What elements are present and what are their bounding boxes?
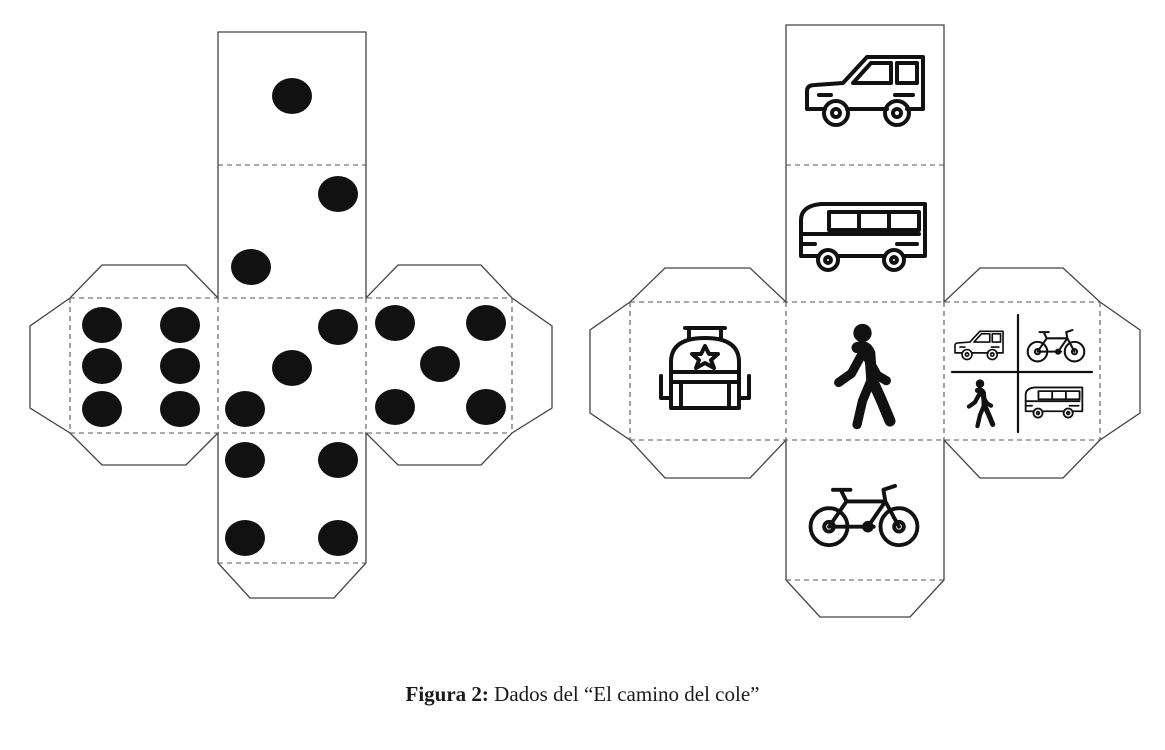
die-face-four — [225, 442, 358, 556]
pip — [82, 348, 122, 384]
small-walking-person-icon — [969, 379, 993, 426]
pip — [160, 307, 200, 343]
pip — [466, 389, 506, 425]
die-face-two — [231, 176, 358, 285]
dot-die-outline — [29, 31, 553, 599]
dot-die-net — [29, 31, 553, 599]
picture-die-outline — [589, 24, 1141, 618]
small-car-icon — [954, 330, 1004, 361]
pip — [272, 350, 312, 386]
pip — [375, 305, 415, 341]
small-bicycle-icon — [1026, 329, 1086, 363]
caption-label: Figura 2: — [405, 682, 489, 706]
figure-caption: Figura 2: Dados del “El camino del cole” — [0, 682, 1165, 707]
pip — [420, 346, 460, 382]
pip — [82, 307, 122, 343]
pip — [318, 309, 358, 345]
dice-nets-figure — [29, 24, 1141, 618]
pip — [272, 78, 312, 114]
pip — [318, 442, 358, 478]
die-face-one — [272, 78, 312, 114]
pip — [231, 249, 271, 285]
pip — [466, 305, 506, 341]
picture-die-net — [589, 24, 1141, 618]
bicycle-icon — [808, 483, 920, 548]
small-bus-icon — [1024, 386, 1084, 419]
pip — [82, 391, 122, 427]
pip — [160, 391, 200, 427]
bus-icon — [799, 202, 927, 272]
pip — [225, 520, 265, 556]
pip — [225, 391, 265, 427]
car-icon — [805, 55, 925, 127]
die-face-five — [375, 305, 506, 425]
pip — [318, 176, 358, 212]
caption-text: Dados del “El camino del cole” — [488, 682, 760, 706]
pip — [160, 348, 200, 384]
pip — [225, 442, 265, 478]
picture-die-fold-lines — [629, 164, 1101, 581]
backpack-icon — [659, 326, 751, 410]
dot-die-fold-lines — [69, 164, 513, 564]
four-transport-modes-icon — [950, 313, 1094, 434]
pip — [375, 389, 415, 425]
pip — [318, 520, 358, 556]
die-face-three — [225, 309, 358, 427]
die-face-six — [82, 307, 200, 427]
walking-person-icon — [839, 324, 890, 425]
